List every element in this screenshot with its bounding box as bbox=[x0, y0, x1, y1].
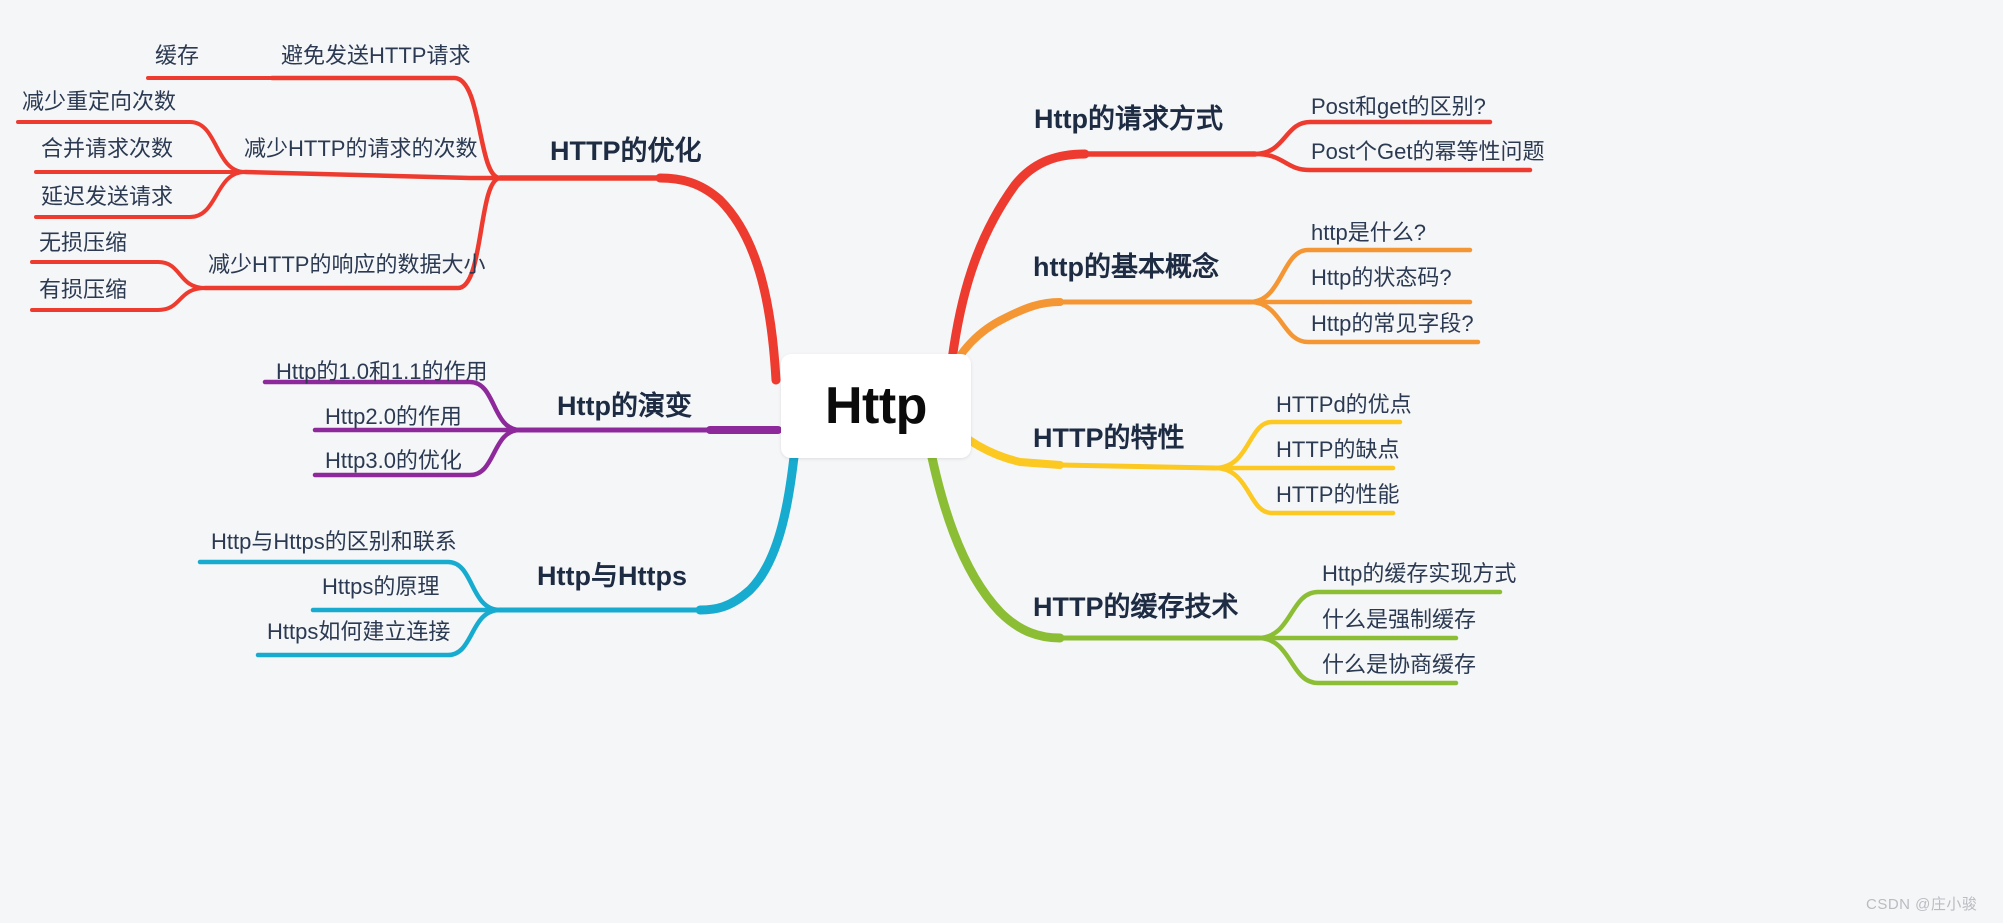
watermark: CSDN @庄小骏 bbox=[1866, 896, 1978, 913]
node-what-is-strong-cache[interactable]: 什么是强制缓存 bbox=[1322, 607, 1477, 632]
node-http-status-codes[interactable]: Http的状态码? bbox=[1311, 265, 1452, 290]
node-http-cache-implementation[interactable]: Http的缓存实现方式 bbox=[1322, 561, 1517, 586]
node-what-is-http[interactable]: http是什么? bbox=[1311, 220, 1426, 245]
branch-title-http-request-methods[interactable]: Http的请求方式 bbox=[1034, 104, 1223, 134]
node-reduce-http-request-count[interactable]: 减少HTTP的请求的次数 bbox=[244, 136, 478, 161]
node-http-common-fields[interactable]: Http的常见字段? bbox=[1311, 311, 1474, 336]
node-http-1-0-and-1-1-role[interactable]: Http的1.0和1.1的作用 bbox=[276, 359, 488, 384]
node-http-performance[interactable]: HTTP的性能 bbox=[1276, 482, 1400, 507]
node-lossy-compression[interactable]: 有损压缩 bbox=[39, 277, 128, 302]
node-https-connection-establish[interactable]: Https如何建立连接 bbox=[267, 619, 451, 644]
branch-title-http-optimization[interactable]: HTTP的优化 bbox=[550, 136, 702, 166]
branch-title-http-features[interactable]: HTTP的特性 bbox=[1033, 423, 1185, 453]
node-cache[interactable]: 缓存 bbox=[155, 43, 200, 68]
branch-title-http-evolution[interactable]: Http的演变 bbox=[557, 391, 692, 421]
node-reduce-http-response-size[interactable]: 减少HTTP的响应的数据大小 bbox=[208, 252, 486, 277]
node-reduce-redirect-count[interactable]: 减少重定向次数 bbox=[22, 89, 177, 114]
node-https-principle[interactable]: Https的原理 bbox=[322, 574, 440, 599]
node-post-vs-get-difference[interactable]: Post和get的区别? bbox=[1311, 94, 1486, 119]
node-http-advantages[interactable]: HTTPd的优点 bbox=[1276, 392, 1412, 417]
branch-title-http-cache[interactable]: HTTP的缓存技术 bbox=[1033, 592, 1239, 622]
branch-title-http-basics[interactable]: http的基本概念 bbox=[1033, 252, 1219, 282]
node-what-is-negotiation-cache[interactable]: 什么是协商缓存 bbox=[1322, 652, 1477, 677]
node-http-2-0-role[interactable]: Http2.0的作用 bbox=[325, 404, 462, 429]
node-post-get-idempotency[interactable]: Post个Get的幂等性问题 bbox=[1311, 139, 1545, 164]
edge-group-http-optimization bbox=[16, 75, 781, 385]
branch-title-http-vs-https[interactable]: Http与Https bbox=[537, 561, 687, 591]
node-lossless-compression[interactable]: 无损压缩 bbox=[39, 230, 128, 255]
node-http-3-0-optimization[interactable]: Http3.0的优化 bbox=[325, 448, 462, 473]
node-merge-request-count[interactable]: 合并请求次数 bbox=[41, 136, 174, 161]
node-avoid-sending-http-request[interactable]: 避免发送HTTP请求 bbox=[281, 43, 471, 68]
node-http-disadvantages[interactable]: HTTP的缺点 bbox=[1276, 437, 1400, 462]
node-http-https-difference-relation[interactable]: Http与Https的区别和联系 bbox=[211, 529, 457, 554]
root-node-http[interactable]: Http bbox=[781, 354, 971, 458]
node-delay-send-request[interactable]: 延迟发送请求 bbox=[41, 184, 174, 209]
